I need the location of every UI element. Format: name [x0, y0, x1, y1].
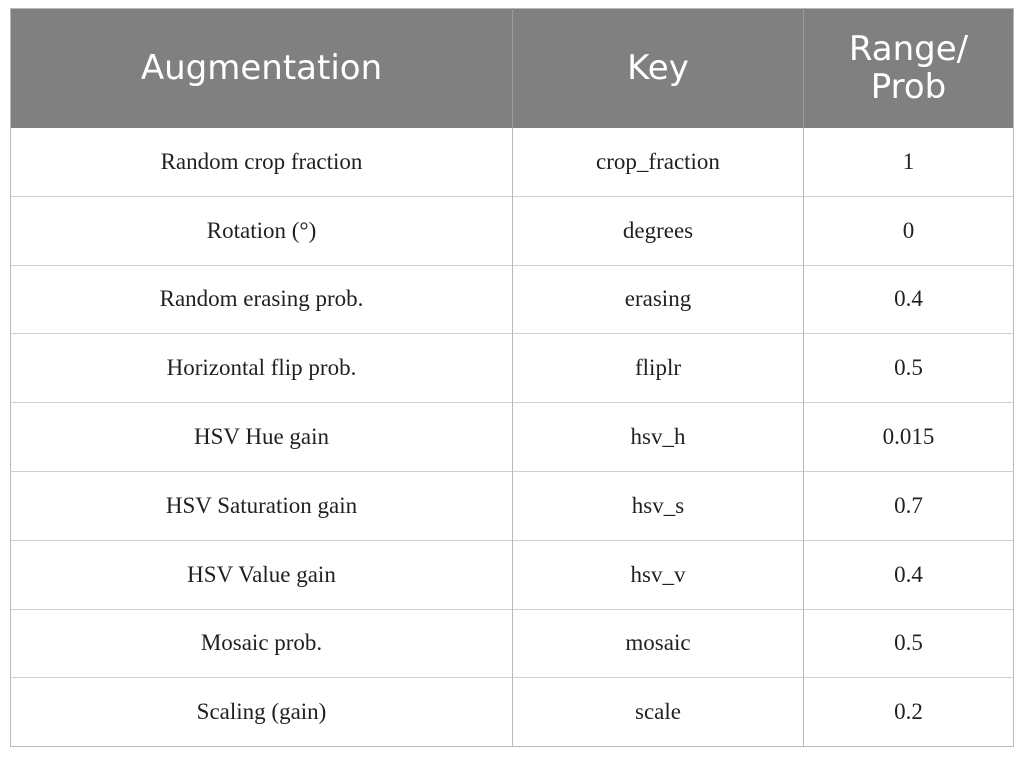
- cell-key: erasing: [512, 264, 804, 334]
- augmentation-parameters-table: Augmentation Key Range/ Prob Random crop…: [10, 8, 1014, 748]
- table-row: Random crop fraction crop_fraction 1: [10, 127, 1014, 197]
- cell-key: degrees: [512, 195, 804, 266]
- table-row: Random erasing prob. erasing 0.4: [10, 264, 1014, 334]
- cell-augmentation: Rotation (°): [10, 195, 513, 266]
- column-header-range-prob-line-2: Prob: [870, 67, 947, 108]
- cell-range-prob: 0.5: [803, 333, 1014, 403]
- cell-key: mosaic: [512, 608, 804, 678]
- cell-range-prob: 0.2: [803, 677, 1014, 747]
- cell-key: hsv_s: [512, 470, 804, 541]
- cell-key: crop_fraction: [512, 127, 804, 197]
- column-header-key: Key: [512, 8, 804, 128]
- table-body: Random crop fraction crop_fraction 1 Rot…: [10, 127, 1014, 747]
- cell-key: scale: [512, 677, 804, 747]
- cell-range-prob: 0.015: [803, 402, 1014, 472]
- cell-augmentation: Random erasing prob.: [10, 264, 513, 334]
- cell-augmentation: Scaling (gain): [10, 677, 513, 747]
- table-row: Scaling (gain) scale 0.2: [10, 677, 1014, 747]
- cell-augmentation: Horizontal flip prob.: [10, 333, 513, 403]
- cell-key: hsv_h: [512, 402, 804, 472]
- cell-key: hsv_v: [512, 539, 804, 610]
- table-row: HSV Saturation gain hsv_s 0.7: [10, 470, 1014, 541]
- cell-range-prob: 1: [803, 127, 1014, 197]
- cell-range-prob: 0.4: [803, 264, 1014, 334]
- cell-range-prob: 0.4: [803, 539, 1014, 610]
- column-header-range-prob-line-1: Range/: [848, 28, 969, 69]
- cell-range-prob: 0: [803, 195, 1014, 266]
- table-row: Mosaic prob. mosaic 0.5: [10, 608, 1014, 678]
- cell-range-prob: 0.7: [803, 470, 1014, 541]
- table-row: Horizontal flip prob. fliplr 0.5: [10, 333, 1014, 403]
- table-row: Rotation (°) degrees 0: [10, 195, 1014, 266]
- column-header-augmentation-line-1: Augmentation: [140, 47, 383, 88]
- column-header-key-line-1: Key: [627, 47, 689, 88]
- cell-augmentation: HSV Saturation gain: [10, 470, 513, 541]
- cell-augmentation: Mosaic prob.: [10, 608, 513, 678]
- cell-key: fliplr: [512, 333, 804, 403]
- cell-range-prob: 0.5: [803, 608, 1014, 678]
- column-header-augmentation: Augmentation: [10, 8, 513, 128]
- table-row: HSV Value gain hsv_v 0.4: [10, 539, 1014, 610]
- column-header-range-prob: Range/ Prob: [803, 8, 1014, 128]
- cell-augmentation: Random crop fraction: [10, 127, 513, 197]
- cell-augmentation: HSV Hue gain: [10, 402, 513, 472]
- cell-augmentation: HSV Value gain: [10, 539, 513, 610]
- augmentation-table-container: Augmentation Key Range/ Prob Random crop…: [10, 8, 1014, 748]
- table-row: HSV Hue gain hsv_h 0.015: [10, 402, 1014, 472]
- table-header: Augmentation Key Range/ Prob: [10, 8, 1014, 128]
- table-header-row: Augmentation Key Range/ Prob: [10, 8, 1014, 128]
